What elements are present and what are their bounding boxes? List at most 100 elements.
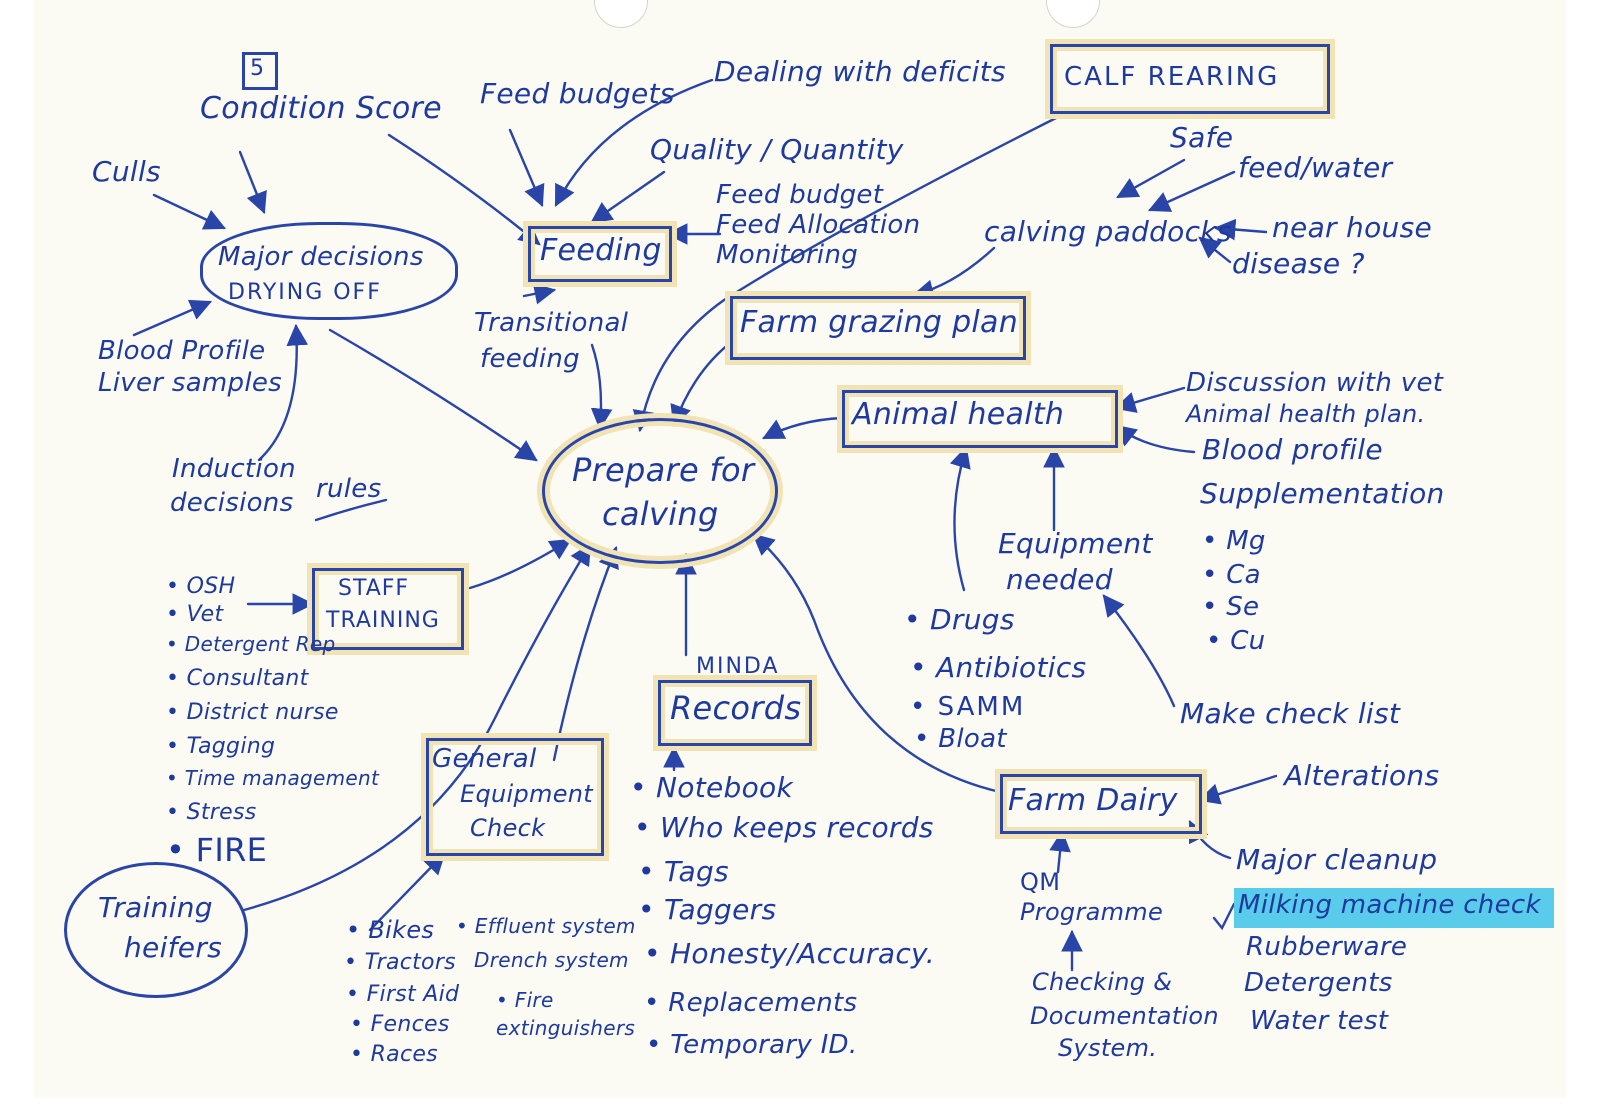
system-label: System. bbox=[1058, 1034, 1158, 1062]
farm-dairy-title: Farm Dairy bbox=[1008, 783, 1178, 818]
equipment-bloat: • Bloat bbox=[914, 724, 1007, 754]
mineral-ca: • Ca bbox=[1202, 560, 1261, 590]
records-honesty: • Honesty/Accuracy. bbox=[644, 937, 935, 970]
page-number-box bbox=[242, 52, 278, 90]
center-title-line1: Prepare for bbox=[572, 451, 755, 489]
induction-label: Induction bbox=[172, 454, 296, 484]
general-equipment-title: General bbox=[432, 744, 537, 774]
staff-item-stress: • Stress bbox=[166, 800, 257, 825]
check-rubberware: Rubberware bbox=[1246, 932, 1408, 962]
animal-health-title: Animal health bbox=[852, 397, 1065, 432]
equip-drench: Drench system bbox=[474, 948, 629, 972]
monitoring-detail: Monitoring bbox=[716, 240, 859, 270]
arrow-disease bbox=[1198, 236, 1232, 264]
staff-item-consultant: • Consultant bbox=[166, 666, 309, 691]
qm-label: QM bbox=[1020, 868, 1061, 896]
equip-tractors: • Tractors bbox=[344, 950, 456, 975]
arrow-vet bbox=[1113, 386, 1186, 413]
discussion-with-vet-label: Discussion with vet bbox=[1186, 368, 1444, 398]
feeding-node bbox=[528, 226, 672, 282]
arrow-transitional bbox=[522, 283, 557, 305]
staff-training-title-2: TRAINING bbox=[326, 608, 440, 633]
arrow-condition-score bbox=[238, 150, 267, 215]
qm-programme-label: Programme bbox=[1020, 898, 1164, 926]
animal-health-plan-label: Animal health plan. bbox=[1186, 400, 1426, 428]
tick-mark bbox=[1212, 902, 1236, 931]
arrow-bikes bbox=[368, 852, 446, 932]
arrow-alterations bbox=[1197, 774, 1278, 805]
calf-rearing-node bbox=[1050, 44, 1330, 114]
arrow-feed-water bbox=[1148, 170, 1236, 212]
grazing-plan-title: Farm grazing plan bbox=[740, 305, 1019, 340]
near-house-label: near house bbox=[1272, 211, 1432, 244]
arrow-qm-to-dairy bbox=[1049, 829, 1071, 874]
calf-rearing-title: CALF REARING bbox=[1064, 62, 1280, 92]
records-temporary-id: • Temporary ID. bbox=[646, 1030, 858, 1060]
grazing-plan-node bbox=[730, 296, 1026, 360]
staff-training-title: STAFF bbox=[338, 576, 410, 601]
arrow-feeding-to-center bbox=[590, 343, 613, 431]
major-cleanup-label: Major cleanup bbox=[1236, 843, 1438, 876]
induction-decisions-label: decisions bbox=[170, 488, 294, 518]
arrow-heifers-to-center bbox=[242, 543, 592, 912]
staff-item-detergent-rep: • Detergent Rep bbox=[166, 632, 336, 656]
calving-paddocks-label: calving paddocks bbox=[984, 215, 1232, 248]
equip-fences: • Fences bbox=[350, 1012, 450, 1037]
records-title: Records bbox=[670, 689, 802, 727]
equip-fire-extinguishers: • Fire extinguishers bbox=[496, 988, 636, 1040]
minda-label: MINDA bbox=[696, 654, 780, 679]
farm-dairy-node bbox=[1000, 774, 1202, 834]
arrow-safe bbox=[1116, 158, 1186, 199]
checking-label: Checking & bbox=[1032, 968, 1173, 996]
training-heifers-node bbox=[64, 862, 248, 998]
blood-profile-label: Blood Profile bbox=[98, 336, 266, 366]
arrow-major-cleanup bbox=[1188, 820, 1232, 860]
arrow-condition-to-feeding bbox=[387, 133, 541, 246]
drying-off-subtitle: DRYING OFF bbox=[228, 280, 382, 305]
page-number: 5 bbox=[250, 56, 265, 81]
equip-first-aid: • First Aid bbox=[346, 982, 460, 1007]
staff-item-district-nurse: • District nurse bbox=[166, 700, 339, 725]
condition-score-label: Condition Score bbox=[200, 91, 442, 126]
staff-item-time-management: • Time management bbox=[166, 766, 380, 790]
rules-underline bbox=[314, 498, 388, 522]
documentation-label: Documentation bbox=[1030, 1002, 1219, 1030]
records-replacements: • Replacements bbox=[644, 988, 858, 1018]
equip-bikes: • Bikes bbox=[346, 916, 435, 944]
mind-map-sheet: 5 Culls Condition Score Major decisions … bbox=[34, 0, 1566, 1098]
alterations-label: Alterations bbox=[1284, 759, 1440, 792]
arrow-near-house bbox=[1213, 218, 1268, 241]
animal-health-node bbox=[842, 390, 1118, 448]
connector-lines bbox=[132, 78, 1278, 972]
make-check-list-label: Make check list bbox=[1180, 697, 1401, 730]
feed-water-label: feed/water bbox=[1238, 151, 1393, 184]
staff-item-fire: • FIRE bbox=[166, 831, 268, 869]
general-equipment-title-2: Equipment bbox=[460, 780, 593, 808]
feed-budget-detail: Feed budget bbox=[716, 180, 884, 210]
staff-training-node bbox=[312, 568, 464, 650]
culls-label: Culls bbox=[92, 155, 161, 188]
arrow-induction bbox=[257, 323, 309, 462]
training-heifers-title-2: heifers bbox=[124, 931, 223, 964]
disease-label: disease ? bbox=[1232, 247, 1365, 280]
blood-profile-health-label: Blood profile bbox=[1202, 433, 1383, 466]
supplementation-label: Supplementation bbox=[1200, 477, 1445, 510]
check-detergents: Detergents bbox=[1244, 968, 1393, 998]
staff-item-tagging: • Tagging bbox=[166, 734, 276, 759]
prepare-for-calving-node bbox=[542, 418, 778, 564]
arrow-grazing-to-center bbox=[670, 338, 736, 428]
equipment-needed-label: Equipment bbox=[998, 527, 1153, 560]
feed-budgets-label: Feed budgets bbox=[480, 77, 675, 110]
highlight-marker bbox=[1234, 888, 1554, 928]
drying-off-title: Major decisions bbox=[218, 242, 424, 272]
mineral-mg: • Mg bbox=[1202, 526, 1266, 556]
transitional-feeding-label: feeding bbox=[480, 344, 580, 374]
arrow-checklist bbox=[1102, 594, 1176, 708]
arrow-dairy-to-center bbox=[752, 533, 1002, 794]
arrow-health-to-center bbox=[762, 416, 844, 440]
mineral-cu: • Cu bbox=[1206, 626, 1266, 656]
transitional-label: Transitional bbox=[474, 308, 629, 338]
center-title-line2: calving bbox=[602, 495, 719, 533]
training-heifers-title: Training bbox=[98, 891, 213, 924]
arrow-equipment-to-center bbox=[552, 545, 619, 762]
